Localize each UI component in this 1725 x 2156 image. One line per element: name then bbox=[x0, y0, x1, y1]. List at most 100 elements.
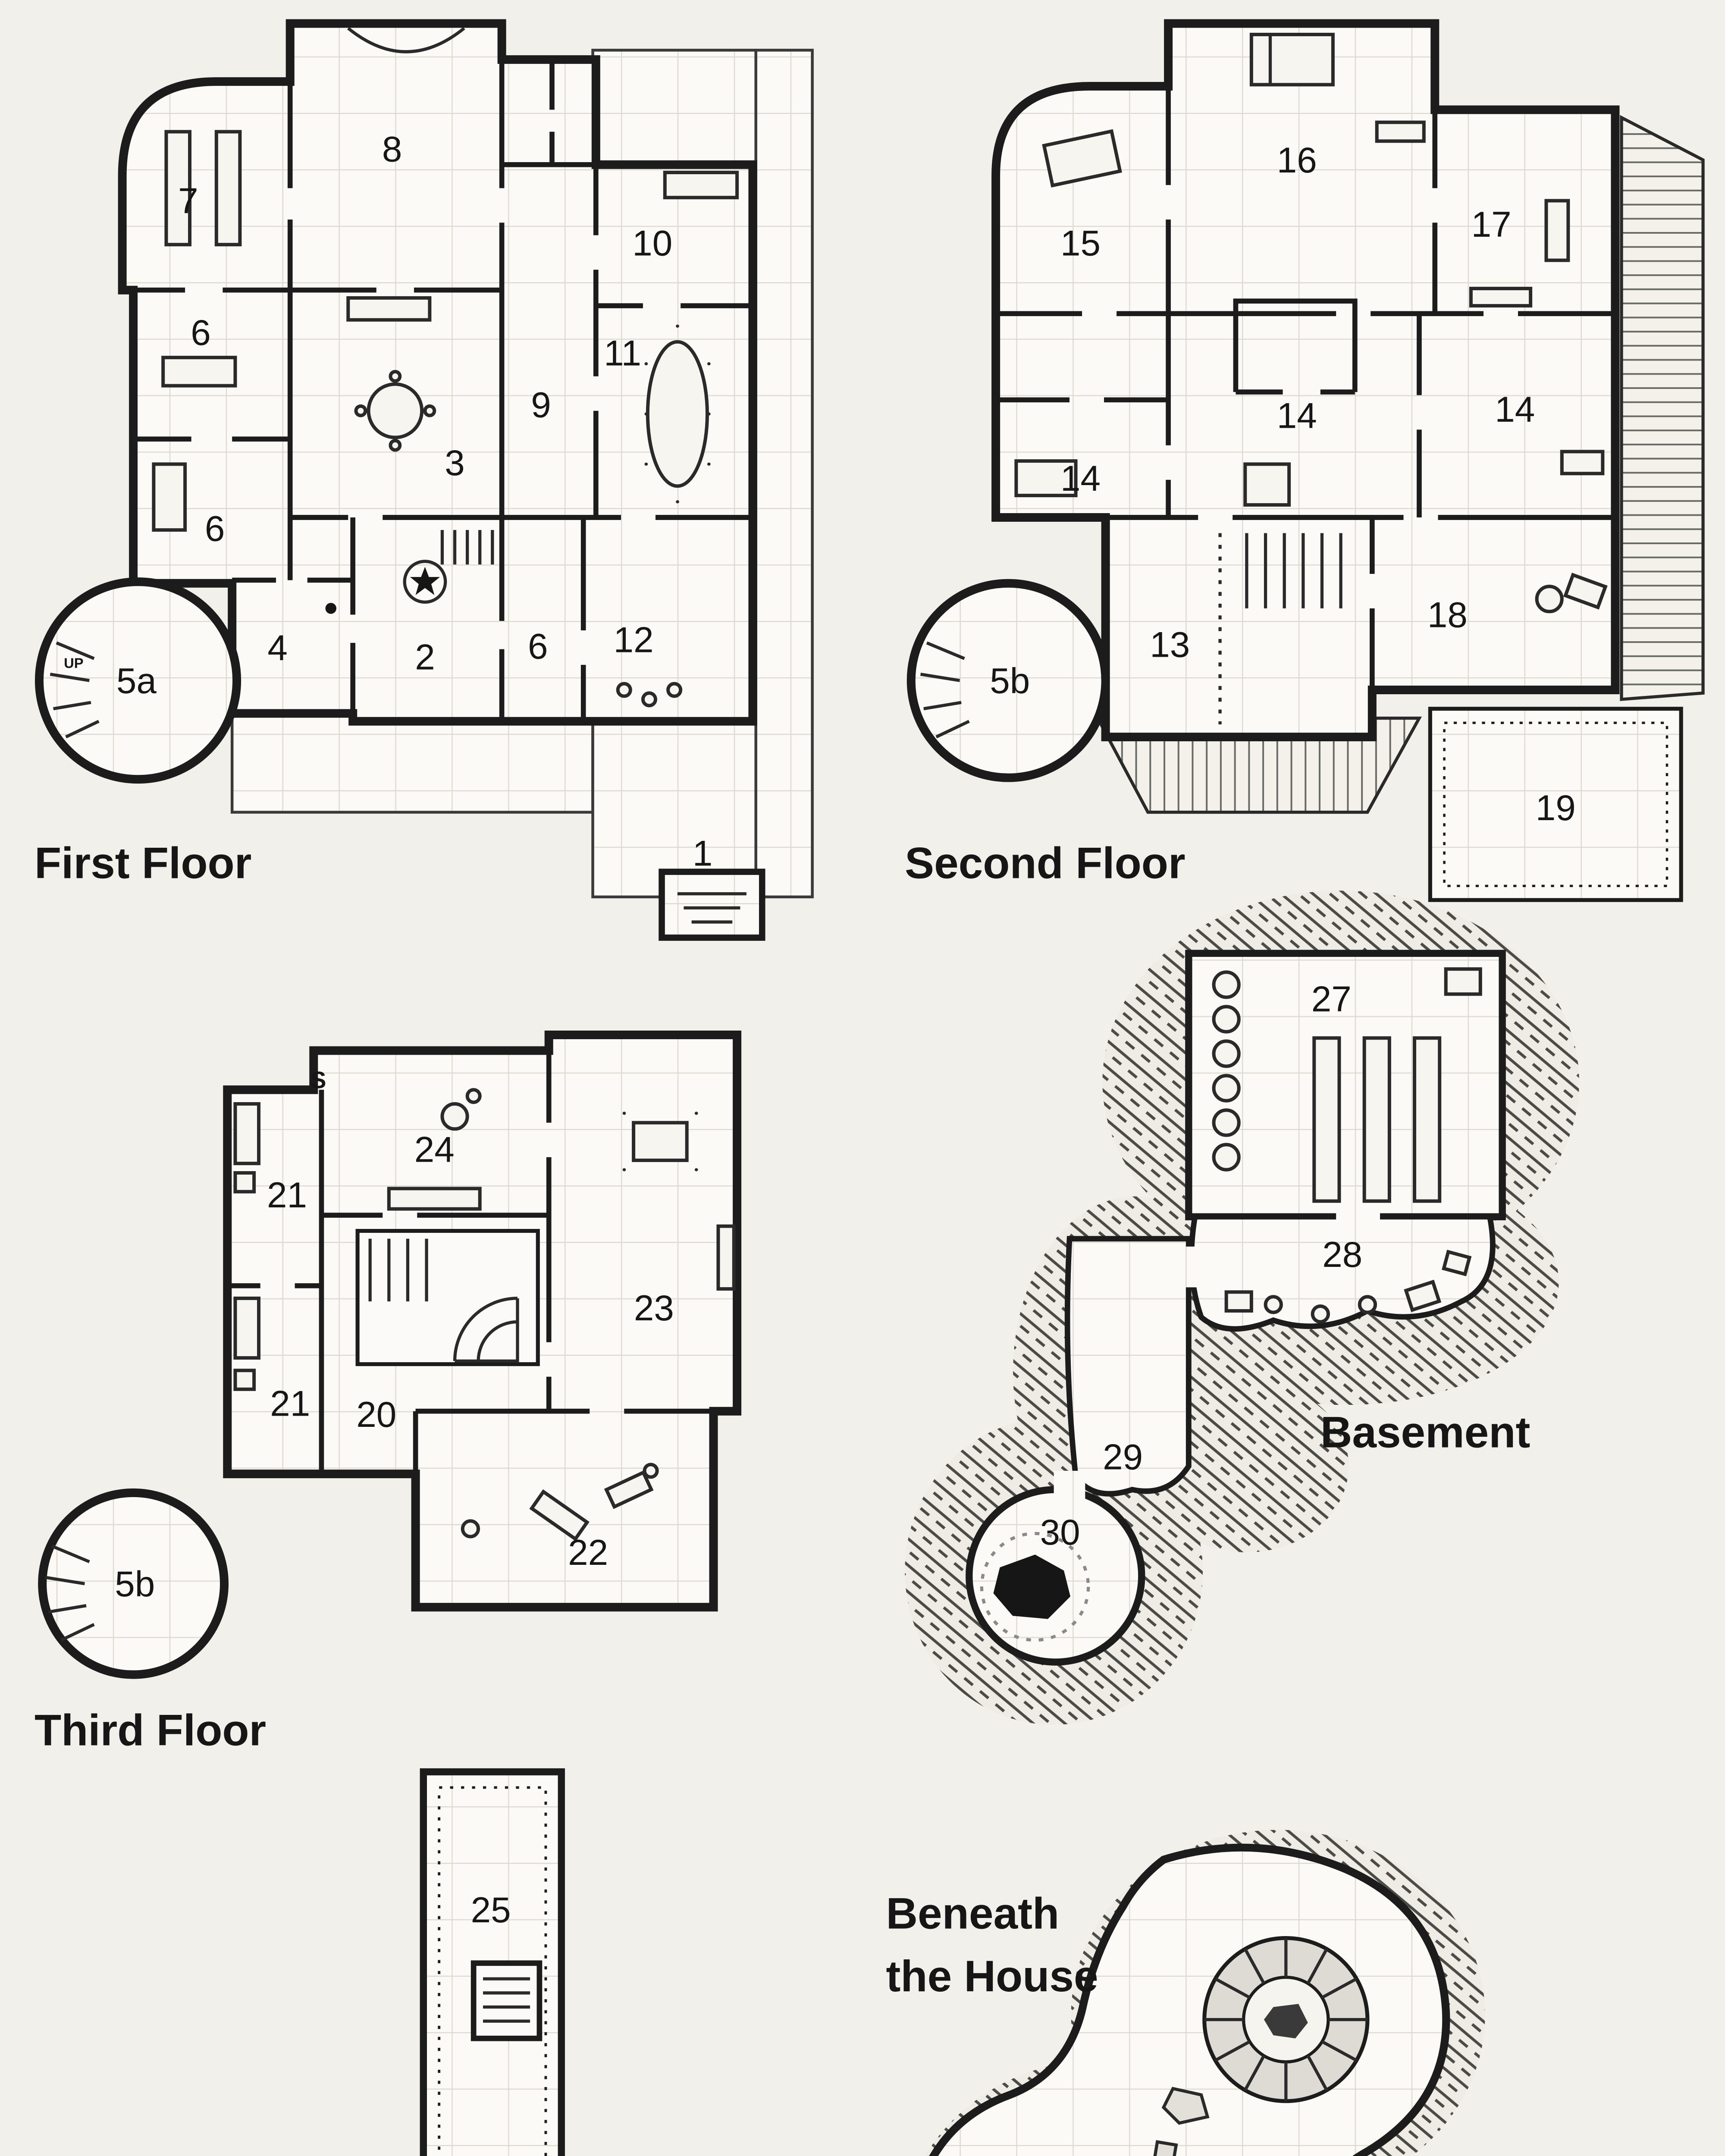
balcony-19-outline bbox=[1428, 707, 1683, 902]
alcove-curve bbox=[347, 27, 465, 53]
chair-dot bbox=[389, 370, 402, 383]
room-number-label: 15 bbox=[1060, 223, 1101, 263]
barrel bbox=[1212, 1039, 1241, 1068]
crate bbox=[1404, 1279, 1442, 1312]
boulder bbox=[1161, 2087, 1210, 2125]
dresser bbox=[1375, 120, 1426, 143]
first-floor-interior-walls bbox=[122, 60, 753, 721]
barrel bbox=[1212, 1108, 1241, 1137]
shelf bbox=[387, 1187, 482, 1211]
roof-right-strip bbox=[1620, 115, 1705, 701]
third-floor-interior-walls bbox=[227, 1035, 714, 1474]
chair-dot bbox=[354, 404, 367, 417]
room-number-label: 9 bbox=[531, 384, 551, 425]
stairs bbox=[483, 1977, 530, 2023]
bench bbox=[164, 130, 191, 247]
room-number-label: 14 bbox=[1495, 389, 1535, 429]
dining-table bbox=[646, 340, 709, 488]
room-number-label: 27 bbox=[1311, 978, 1352, 1019]
bed bbox=[1243, 462, 1291, 507]
door-opening bbox=[1176, 1246, 1204, 1288]
barrel bbox=[1212, 1074, 1241, 1103]
table bbox=[1042, 129, 1122, 188]
room-number-label: 10 bbox=[632, 223, 672, 263]
chair-dot bbox=[389, 439, 402, 452]
stairs-marker: S bbox=[310, 1067, 326, 1094]
second-floor-footprint bbox=[991, 19, 1620, 742]
stairs bbox=[440, 530, 494, 565]
room-number-label: 4 bbox=[267, 627, 288, 668]
room-number-label: 25 bbox=[471, 1890, 511, 1930]
star-marker bbox=[410, 567, 440, 595]
sack bbox=[1311, 1304, 1330, 1324]
tower-5b-stairs bbox=[920, 641, 970, 739]
room-number-label: 19 bbox=[1536, 787, 1576, 828]
stairs bbox=[368, 1238, 428, 1302]
side-table bbox=[233, 1171, 256, 1194]
room-number-label: 20 bbox=[356, 1394, 396, 1435]
stairs-up-label: UP bbox=[64, 655, 83, 671]
room-number-label: 2 bbox=[415, 637, 435, 677]
room-number-label: 7 bbox=[178, 181, 198, 221]
room-number-label: 30 bbox=[1040, 1512, 1080, 1552]
crate bbox=[1442, 1250, 1472, 1276]
room-number-label: 17 bbox=[1471, 204, 1512, 244]
room-number-label: 14 bbox=[1277, 395, 1317, 436]
crate bbox=[1224, 1290, 1253, 1313]
pier bbox=[659, 868, 765, 941]
room-number-label: 21 bbox=[267, 1175, 307, 1215]
deck-top bbox=[591, 49, 757, 166]
stool bbox=[1535, 585, 1564, 614]
shelf-table bbox=[1362, 1036, 1391, 1203]
bench bbox=[716, 1224, 736, 1291]
room-number-label: 28 bbox=[1322, 1234, 1362, 1275]
deck-bottom-left bbox=[230, 712, 594, 814]
inner-closet bbox=[1233, 298, 1358, 395]
bed bbox=[1014, 459, 1078, 498]
stone-circle-ticks bbox=[1204, 1938, 1367, 2101]
storeroom-27 bbox=[1185, 950, 1506, 1220]
shelf-table bbox=[1312, 1036, 1341, 1203]
stove bbox=[663, 171, 739, 200]
floor-title-third: Third Floor bbox=[34, 1705, 266, 1755]
boulder bbox=[1153, 2140, 1178, 2156]
room-number-label: 6 bbox=[191, 312, 211, 353]
stone-circle-center-rocks bbox=[1264, 2004, 1308, 2039]
room-number-label: 12 bbox=[614, 620, 654, 660]
sack bbox=[666, 682, 683, 698]
floor-title-basement: Basement bbox=[1320, 1407, 1531, 1457]
room-number-label: 8 bbox=[382, 129, 402, 169]
sack bbox=[641, 691, 657, 708]
room-number-label: 11 bbox=[604, 332, 641, 373]
deck-right bbox=[754, 49, 814, 899]
stool bbox=[465, 1088, 482, 1104]
room-number-label: 16 bbox=[1277, 140, 1317, 180]
widows-walk-plan: 25 Widow’s Walk bbox=[420, 1768, 565, 2156]
floor-title-beneath-line1: Beneath bbox=[886, 1889, 1060, 1938]
sack bbox=[461, 1519, 480, 1539]
cave-rock bbox=[1145, 1380, 1349, 1552]
third-floor-plan: S 24 21 23 21 20 22 5b Third Floor bbox=[34, 1031, 742, 1755]
sideboard bbox=[346, 296, 432, 322]
crate bbox=[1444, 967, 1482, 996]
sack bbox=[616, 682, 632, 698]
second-floor-plan: 15 16 17 14 14 14 13 18 5b 19 Second Flo… bbox=[905, 19, 1705, 902]
tower-5b bbox=[906, 579, 1110, 782]
bed bbox=[1249, 33, 1335, 87]
floor-title-second: Second Floor bbox=[905, 838, 1185, 887]
barrel bbox=[1212, 970, 1241, 999]
room-number-label: 14 bbox=[1060, 458, 1101, 498]
room-number-label: 29 bbox=[1103, 1436, 1143, 1477]
bench bbox=[214, 130, 242, 247]
room-number-label: 5a bbox=[116, 660, 157, 701]
bed bbox=[233, 1102, 260, 1166]
room-number-label: 23 bbox=[634, 1288, 674, 1328]
sack bbox=[643, 1463, 659, 1479]
dining-chairs bbox=[644, 324, 711, 504]
side-table bbox=[233, 1369, 256, 1391]
floor-title-beneath-line2: the House bbox=[886, 1952, 1098, 2001]
room-number-label: 6 bbox=[528, 626, 548, 666]
chair-dot bbox=[423, 404, 436, 417]
stool bbox=[440, 1102, 469, 1131]
pit-hole bbox=[993, 1554, 1071, 1619]
